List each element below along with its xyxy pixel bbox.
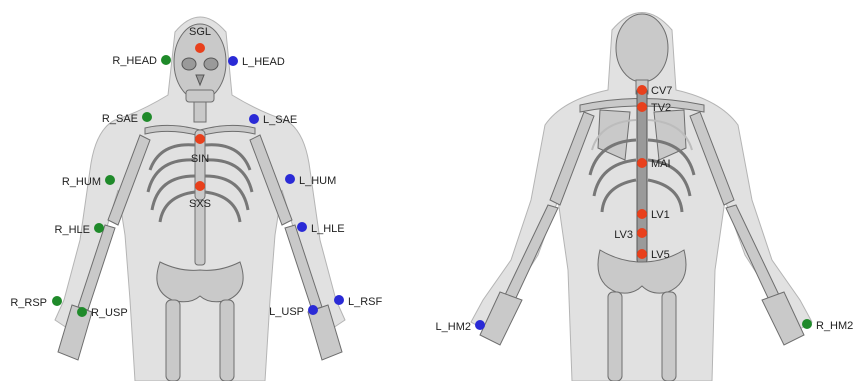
marker-label: R_SAE bbox=[102, 113, 138, 125]
marker-label: R_HM2 bbox=[816, 320, 853, 332]
marker-dot bbox=[195, 181, 205, 191]
marker-label: TV2 bbox=[651, 102, 671, 114]
marker-label: L_SAE bbox=[263, 114, 297, 126]
marker-dot bbox=[297, 222, 307, 232]
marker-label: LV3 bbox=[614, 229, 633, 241]
marker-dot bbox=[637, 228, 647, 238]
marker-dot bbox=[334, 295, 344, 305]
marker-label: R_RSP bbox=[10, 297, 47, 309]
marker-label: R_HLE bbox=[55, 224, 90, 236]
marker-dot bbox=[195, 134, 205, 144]
marker-dot bbox=[161, 55, 171, 65]
marker-dot bbox=[475, 320, 485, 330]
marker-label: R_HUM bbox=[62, 176, 101, 188]
back-body-figure bbox=[471, 13, 812, 382]
marker-dot bbox=[52, 296, 62, 306]
marker-dot bbox=[637, 102, 647, 112]
marker-label: LV5 bbox=[651, 249, 670, 261]
marker-dot bbox=[105, 175, 115, 185]
marker-l-rsf: L_RSF bbox=[334, 295, 383, 308]
marker-label: R_USP bbox=[91, 307, 128, 319]
marker-label: CV7 bbox=[651, 85, 672, 97]
marker-dot bbox=[94, 223, 104, 233]
marker-dot bbox=[142, 112, 152, 122]
marker-label: L_HEAD bbox=[242, 56, 285, 68]
marker-dot bbox=[195, 43, 205, 53]
marker-dot bbox=[228, 56, 238, 66]
marker-dot bbox=[637, 209, 647, 219]
marker-r-rsp: R_RSP bbox=[10, 296, 62, 309]
marker-dot bbox=[637, 85, 647, 95]
marker-label: L_USP bbox=[269, 306, 304, 318]
marker-label: MAI bbox=[651, 158, 671, 170]
marker-dot bbox=[802, 319, 812, 329]
marker-label: LV1 bbox=[651, 209, 670, 221]
marker-r-hm2: R_HM2 bbox=[802, 319, 853, 332]
marker-label: L_HUM bbox=[299, 175, 336, 187]
marker-dot bbox=[308, 305, 318, 315]
marker-l-hm2: L_HM2 bbox=[436, 320, 485, 333]
marker-dot bbox=[249, 114, 259, 124]
marker-label: SIN bbox=[191, 153, 209, 165]
marker-label: L_RSF bbox=[348, 296, 383, 308]
marker-dot bbox=[637, 249, 647, 259]
marker-dot bbox=[285, 174, 295, 184]
marker-r-head: R_HEAD bbox=[112, 55, 171, 67]
marker-label: L_HLE bbox=[311, 223, 345, 235]
marker-label: L_HM2 bbox=[436, 321, 471, 333]
marker-label: SGL bbox=[189, 26, 211, 38]
marker-dot bbox=[637, 158, 647, 168]
marker-label: R_HEAD bbox=[112, 55, 157, 67]
marker-l-head: L_HEAD bbox=[228, 56, 285, 68]
marker-dot bbox=[77, 307, 87, 317]
marker-label: SXS bbox=[189, 198, 211, 210]
